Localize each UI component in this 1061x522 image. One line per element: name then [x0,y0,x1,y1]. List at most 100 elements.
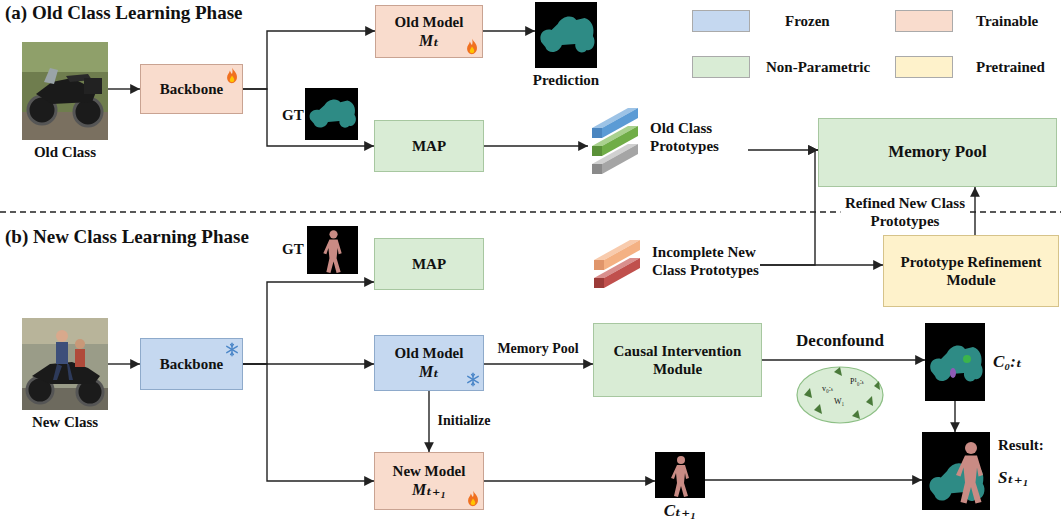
text-stack: New ModelMₜ₊₁ [393,462,466,499]
prototype-stack: Incomplete New Class Prototypes [590,226,760,296]
prototype-label: Old Class Prototypes [650,119,748,155]
image-caption: Old Class [34,143,96,161]
arrow-connector [428,391,429,452]
arrow-connector [243,282,374,364]
use-part [307,226,358,274]
image-caption: Prediction [533,71,599,89]
image-caption: Cₜ₊₁ [664,501,697,521]
process-box: Backbone [140,338,243,390]
box-label: Backbone [160,355,223,373]
arrow-connector [974,187,975,235]
process-box: Memory Pool [818,118,1057,187]
legend-swatch [895,56,953,78]
box-label: Backbone [160,80,223,98]
text-stack: Old ModelMₜ [395,13,464,50]
caption-stack: Old Class [34,143,96,161]
arrow-connector [760,150,818,265]
legend-swatch [895,10,953,32]
polygon-part [852,410,860,419]
arrow-connector [954,401,955,432]
arrow-connector [108,363,140,364]
image-caption: C₀:ₜ [993,352,1022,372]
image-caption: New Class [32,413,98,431]
process-box: Causal Intervention Module [593,323,762,397]
caption-stack: New Class [32,413,98,431]
image-panel: Cₜ₊₁ [655,452,705,498]
use-part [227,343,238,356]
arrow-connector [762,359,925,360]
box-label: New Model [393,462,466,480]
process-box: Old ModelMₜ [375,5,483,58]
use-part [227,68,237,83]
legend-text: Non-Parametric [766,58,870,76]
use-part [22,42,108,140]
process-box: Prototype Refinement Module [883,235,1059,307]
polygon-part [804,388,812,398]
use-part [468,373,479,386]
image-caption: Result: [998,436,1044,454]
caption-stack: Cₜ₊₁ [664,501,697,521]
arrow-connector [484,145,588,146]
gt-label: GT [282,106,304,124]
box-label: MAP [412,255,446,273]
text-stack: Backbone [160,80,223,98]
use-part [22,318,108,410]
polygon-part [866,396,873,406]
process-box: MAP [374,120,484,172]
frozen-icon [466,371,480,388]
box-label: MAP [412,137,446,155]
image-caption: Sₜ₊₁ [998,468,1044,488]
image-illustration [22,318,108,410]
text-stack: Backbone [160,355,223,373]
use-part [467,39,477,54]
image-panel: New Class [22,318,108,410]
ellipse-part [797,367,883,423]
arrow-connector [243,89,374,146]
text-stack: MAP [412,255,446,273]
prototype-label: Incomplete New Class Prototypes [652,243,760,279]
box-label: Memory Pool [888,142,987,162]
polygon-part [834,367,842,376]
caption-stack: C₀:ₜ [993,352,1022,372]
image-illustration [922,432,990,510]
edge-label: Deconfound [794,331,886,351]
legend-text: Pretrained [976,58,1045,76]
frozen-icon [225,341,239,358]
box-label: Prototype Refinement Module [891,253,1051,289]
image-illustration [925,323,985,401]
image-illustration [655,452,705,498]
legend-swatch [692,10,750,32]
arrow-connector [705,479,922,480]
edge-label: Initialize [436,413,493,430]
edge-label: Memory Pool [495,341,580,358]
arrow-connector [484,363,593,364]
legend-text: Frozen [785,12,830,30]
use-part [925,323,985,401]
process-box: New ModelMₜ₊₁ [374,452,484,510]
math-label: P¹₀:ₜ [850,377,864,387]
gt-mask [305,88,358,140]
image-panel: C₀:ₜ [925,323,985,401]
polygon-part [814,404,822,414]
use-part [468,491,478,506]
box-label: Old Model [395,344,464,362]
process-box: Old ModelMₜ [374,335,484,391]
phase-heading: (a) Old Class Learning Phase [5,2,243,25]
use-part [655,452,705,498]
text-stack: MAP [412,137,446,155]
text-stack: Incomplete New Class Prototypes [652,243,760,279]
arrow-connector [243,31,375,89]
image-panel: Prediction [535,2,597,68]
caption-stack: Prediction [533,71,599,89]
math-label: v₀:ₜ [822,384,833,394]
use-part [594,240,640,288]
process-box: MAP [374,238,484,290]
text-stack: Old ModelMₜ [395,344,464,381]
trainable-icon [466,490,480,507]
text-stack: Prototype Refinement Module [891,253,1051,289]
legend-text: Trainable [976,12,1038,30]
use-part [922,432,990,510]
prototype-bars [588,94,644,180]
text-stack: Old Class Prototypes [650,119,748,155]
